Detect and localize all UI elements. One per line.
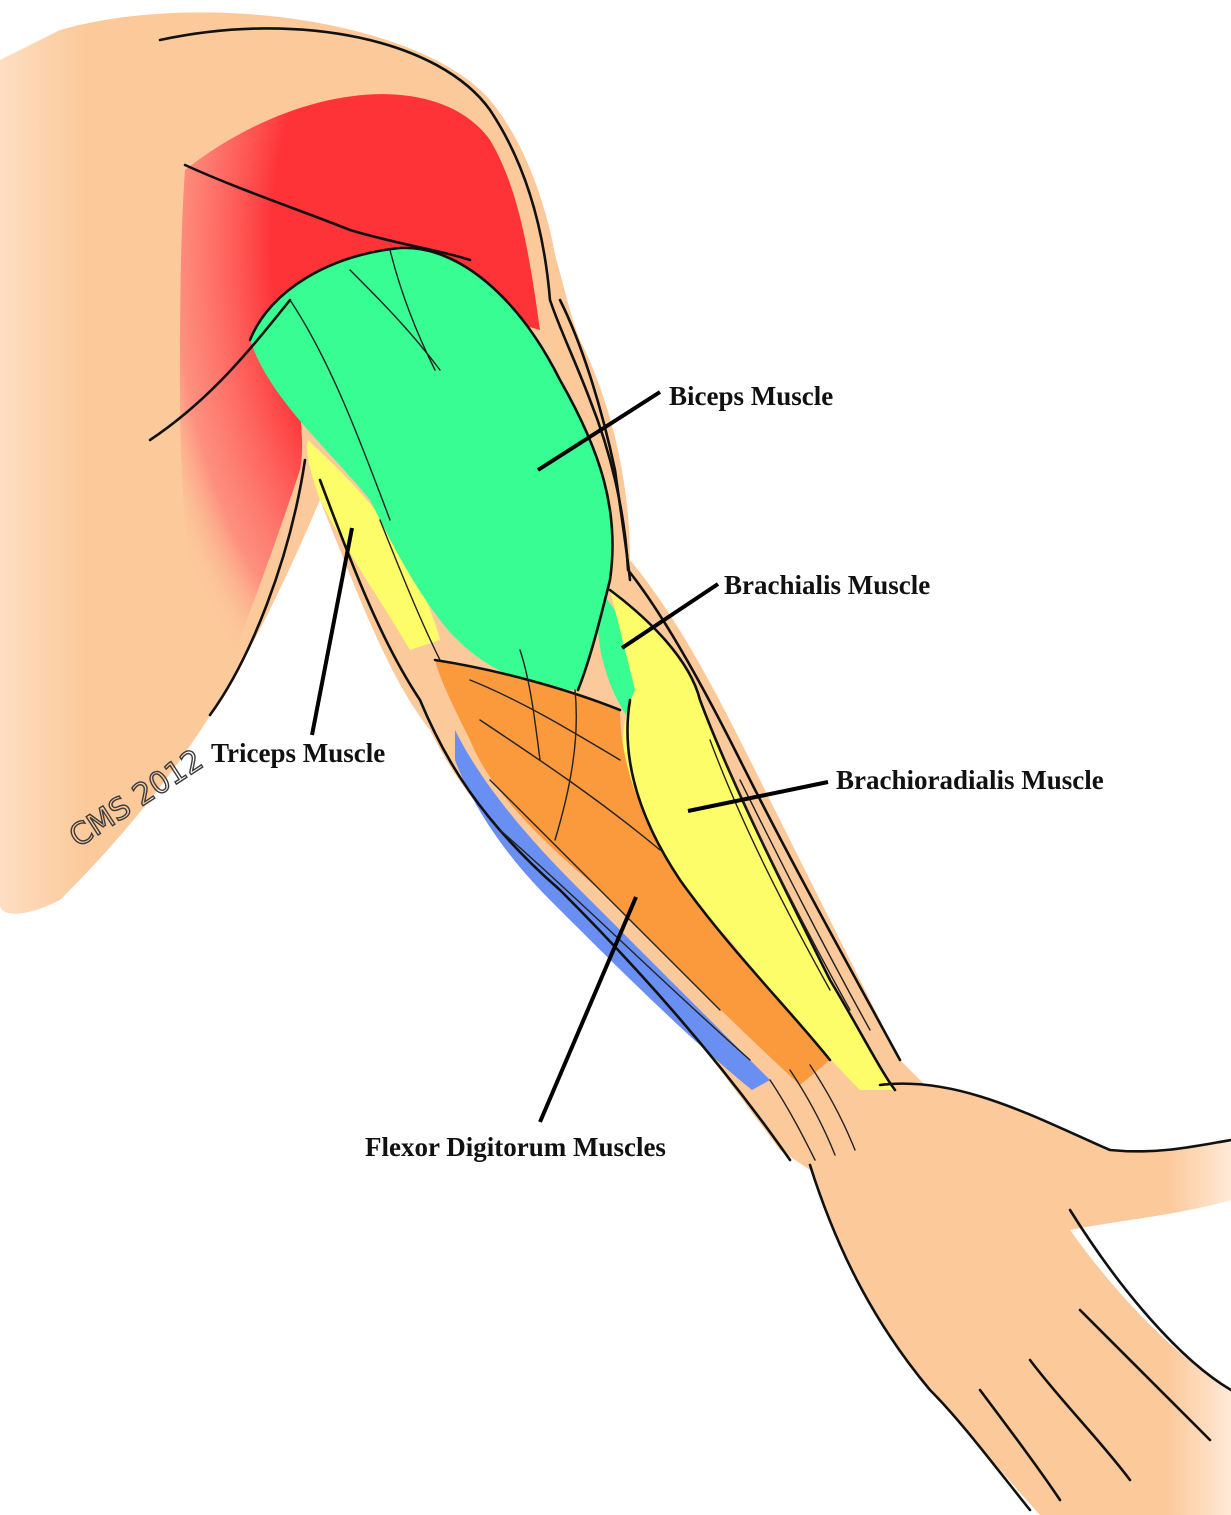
triceps-label: Triceps Muscle [211,738,385,768]
flexor-digitorum-label: Flexor Digitorum Muscles [365,1132,666,1162]
hand-skin [810,1084,1231,1515]
brachialis-label: Brachialis Muscle [724,570,930,600]
biceps-label: Biceps Muscle [669,381,833,411]
brachioradialis-label: Brachioradialis Muscle [836,765,1104,795]
triceps-leader [312,528,352,735]
